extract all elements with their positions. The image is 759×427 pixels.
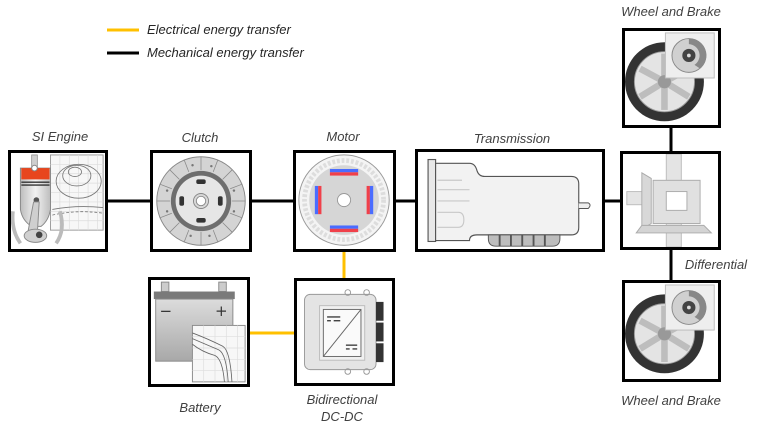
wheel-brake-bottom-block[interactable]	[622, 280, 721, 382]
motor-block[interactable]	[293, 150, 396, 252]
battery-minus-glyph: −	[159, 302, 172, 320]
motor-icon	[298, 154, 390, 246]
si-engine-label: SI Engine	[31, 129, 89, 144]
clutch-block[interactable]	[150, 150, 252, 252]
battery-plus-glyph: +	[215, 302, 228, 320]
battery-block[interactable]: − +	[148, 277, 250, 387]
wheel-brake-icon	[625, 284, 715, 374]
transmission-icon	[427, 158, 591, 247]
transmission-block[interactable]	[415, 149, 605, 252]
wheel-bottom-label: Wheel and Brake	[621, 393, 721, 408]
dcdc-label-line2: DC-DC	[321, 409, 363, 424]
si-engine-block[interactable]	[8, 150, 108, 252]
wheel-brake-icon	[625, 32, 715, 122]
clutch-disc-icon	[156, 156, 246, 246]
engine-icon	[11, 154, 104, 245]
battery-label: Battery	[179, 400, 221, 415]
motor-label: Motor	[326, 129, 360, 144]
legend-electrical-label: Electrical energy transfer	[147, 22, 291, 37]
dcdc-label-line1: Bidirectional	[306, 392, 378, 407]
differential-block[interactable]	[620, 151, 721, 250]
differential-icon	[626, 154, 713, 247]
battery-icon: − +	[153, 281, 246, 383]
legend-mechanical-label: Mechanical energy transfer	[147, 45, 304, 60]
clutch-label: Clutch	[181, 130, 219, 145]
differential-label: Differential	[684, 257, 748, 272]
dcdc-converter-block[interactable]	[294, 278, 395, 386]
transmission-label: Transmission	[473, 131, 551, 146]
wheel-top-label: Wheel and Brake	[621, 4, 721, 19]
dcdc-converter-icon	[304, 289, 384, 375]
wheel-brake-top-block[interactable]	[622, 28, 721, 128]
